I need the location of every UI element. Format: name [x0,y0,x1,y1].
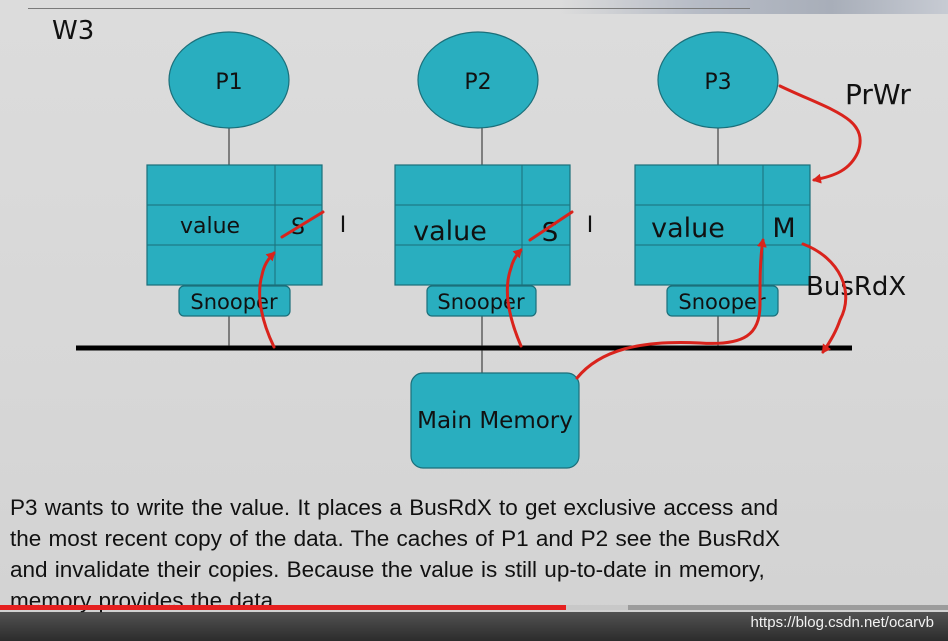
snooper-p3 [666,285,779,317]
processor-label: P3 [704,70,731,95]
main-memory-label: Main Memory [417,408,573,434]
cache-p3 [634,164,811,286]
connector-lines [228,128,719,373]
snooper-label: Snooper [437,290,525,314]
caption-line: the most recent copy of the data. The ca… [10,526,781,551]
data-supply-arrow [575,238,767,380]
snooper-label: Snooper [678,290,766,314]
progress-played [0,605,566,610]
red-annotations [258,84,862,380]
cache-value-label: value [413,216,487,247]
processor-label: P2 [464,70,491,95]
snoop-arrow-p2 [505,248,523,348]
slide-label: W3 [52,16,95,46]
watermark-url: https://blog.csdn.net/ocarvb [750,614,934,631]
snooper-label: Snooper [190,290,278,314]
snoop-arrow-p1 [258,251,276,349]
busrdx-arrow [801,242,848,354]
strike-p1-state [280,210,325,239]
cache-p1 [146,164,323,286]
processor-group-p3: P3 value M Snooper [634,31,811,317]
processor-p2 [417,31,539,129]
prwr-arrow [778,84,862,184]
processor-group-p2: P2 value S I Snooper [394,31,594,317]
slide-caption: P3 wants to write the value. It places a… [10,492,920,616]
cache-value-label: value [180,214,240,239]
video-control-bar [0,612,948,641]
caption-line: P3 wants to write the value. It places a… [10,495,779,520]
prwr-label: PrWr [845,78,911,111]
cache-p2 [394,164,571,286]
cache-state-new: I [340,213,347,238]
strike-p2-state [528,210,574,242]
title-rule [28,8,750,9]
caption-line: and invalidate their copies. Because the… [10,557,765,582]
top-glare [560,0,948,14]
cache-value-label: value [651,213,725,244]
processor-label: P1 [215,70,242,95]
cache-state-new: I [587,213,594,238]
busrdx-label: BusRdX [806,272,906,302]
processor-p3 [657,31,779,129]
video-progress-bar[interactable] [0,605,948,610]
processor-p1 [168,31,290,129]
processor-group-p1: P1 value S I Snooper [146,31,347,317]
main-memory [410,372,580,469]
cache-state-current: M [772,213,795,244]
